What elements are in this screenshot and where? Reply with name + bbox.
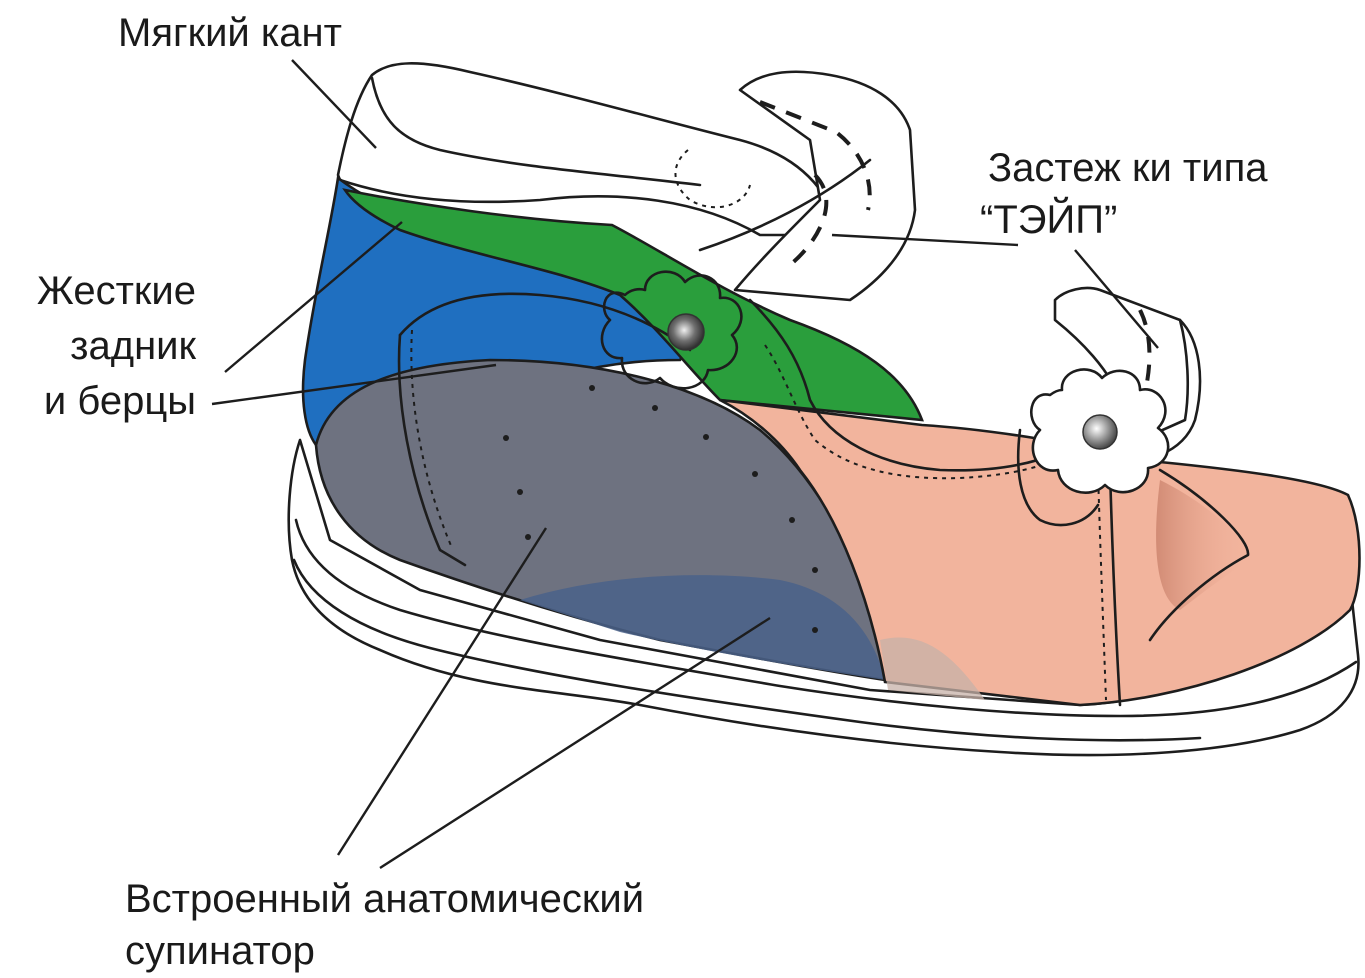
rivet-back (668, 314, 704, 350)
label-tape-fastener-line1: Застеж ки типа (988, 145, 1267, 191)
perf-dot (812, 567, 818, 573)
perf-dot (752, 471, 758, 477)
perf-dot (525, 534, 531, 540)
label-tape-fastener-line2: “ТЭЙП” (980, 197, 1117, 243)
label-supinator-line1: Встроенный анатомический (125, 876, 644, 922)
rivet-front (1083, 415, 1117, 449)
perf-dot (503, 435, 509, 441)
label-supinator-line2: супинатор (125, 928, 315, 974)
label-soft-edge: Мягкий кант (118, 10, 342, 56)
label-rigid-heel-line3: и берцы (0, 378, 196, 424)
perf-dot (589, 385, 595, 391)
label-rigid-heel-line2: задник (0, 323, 196, 369)
perf-dot (652, 405, 658, 411)
perf-dot (703, 434, 709, 440)
perf-dot (812, 627, 818, 633)
perf-dot (789, 517, 795, 523)
label-rigid-heel-line1: Жесткие (0, 268, 196, 314)
perf-dot (517, 489, 523, 495)
